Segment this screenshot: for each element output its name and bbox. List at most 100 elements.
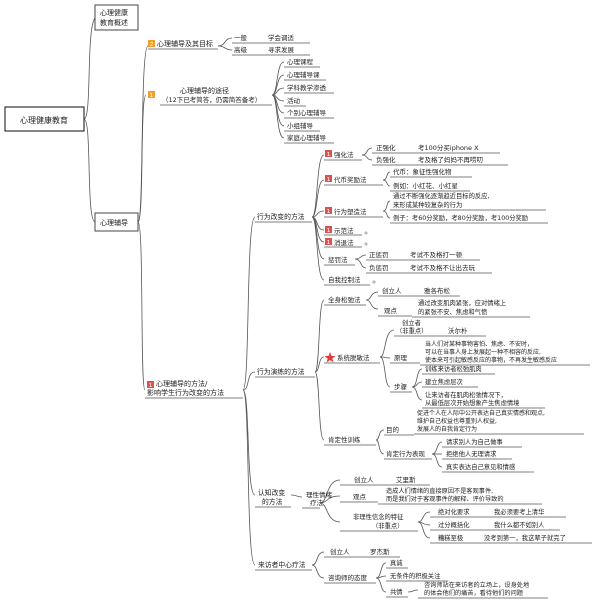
assert-behav-item[interactable]: 拒绝他人无理请求: [446, 449, 497, 458]
desens-principle-line2[interactable]: 可以在当事人身上发展起一种不相容的反应,: [425, 348, 541, 356]
desens-steps-label[interactable]: 步骤: [394, 382, 408, 391]
desens-step[interactable]: 建立焦虑层次: [425, 377, 463, 386]
paths-node[interactable]: 心理辅导的途径: [180, 86, 229, 95]
ret-founder-label[interactable]: 创立人: [354, 475, 374, 484]
token-node[interactable]: 代币奖励法: [334, 175, 367, 184]
desens-step[interactable]: 让来访者在肌肉松弛情况下，: [425, 390, 507, 399]
desens-step[interactable]: 训练来访者松弛肌肉: [425, 364, 482, 373]
timeout-node[interactable]: 消退法: [334, 238, 354, 247]
ret-view-line1[interactable]: 造成人们情绪的直接原因不是客观事件,: [386, 487, 493, 495]
desens-principle-label[interactable]: 原理: [394, 354, 408, 362]
assert-behav-item[interactable]: 请求别人为自己做事: [446, 437, 503, 446]
relax-view-label[interactable]: 观点: [384, 307, 398, 315]
client-attitude-label[interactable]: 咨询师的态度: [328, 573, 368, 582]
guidance-node[interactable]: 心理辅导: [100, 218, 128, 227]
goals-desc-general[interactable]: 学会调适: [268, 33, 295, 42]
shaping-node[interactable]: 行为塑造法: [334, 207, 367, 216]
desens-node[interactable]: 系统脱敏法: [337, 353, 370, 362]
methods-node-line1[interactable]: 心理辅导的方法/: [156, 379, 208, 388]
overview-node-line2[interactable]: 教育概述: [100, 18, 128, 27]
collapse-dot[interactable]: [364, 231, 368, 235]
token-item[interactable]: 例如：小红花、小红星: [393, 181, 459, 190]
punish-node[interactable]: 惩罚法: [328, 255, 348, 264]
irr-feature[interactable]: 绝对化要求: [438, 507, 470, 516]
self-control-node[interactable]: 自我控制法: [328, 275, 361, 284]
assert-goal-line3[interactable]: 发展人的自我肯定行为: [417, 425, 477, 433]
paths-item[interactable]: 家庭心理辅导: [287, 133, 327, 142]
attitude-item[interactable]: 共情: [390, 587, 403, 596]
collapse-dot[interactable]: [364, 242, 368, 246]
ret-view-label[interactable]: 观点: [353, 493, 367, 501]
goals-level-general[interactable]: 一般: [234, 33, 248, 42]
ret-irr-label[interactable]: 非理性信念的特征: [353, 512, 404, 521]
paths-item[interactable]: 心理课程: [287, 57, 314, 66]
goals-desc-advanced[interactable]: 寻求发展: [268, 45, 295, 54]
assert-goal-line2[interactable]: 维护自己权益也尊重别人权益,: [417, 417, 497, 425]
token-item[interactable]: 代币：象征性强化物: [393, 167, 452, 176]
relax-founder[interactable]: 雅各布松: [424, 286, 451, 295]
strengthen-positive[interactable]: 正强化: [376, 143, 396, 152]
irr-feature[interactable]: 糟糕至极: [438, 533, 464, 542]
root-node[interactable]: 心理健康教育: [20, 115, 68, 125]
paths-item[interactable]: 个别心理辅导: [287, 108, 327, 117]
strengthen-node[interactable]: 强化法: [334, 150, 354, 159]
punish-negative[interactable]: 负惩罚: [369, 263, 389, 272]
red-star-icon: [324, 352, 336, 363]
attitude-item[interactable]: 真诚: [390, 558, 403, 567]
relax-node[interactable]: 全身松弛法: [328, 295, 361, 304]
ret-view-line2[interactable]: 而是我们对于客观事件的解释、评价导致的: [386, 495, 504, 503]
empathy-line1[interactable]: 咨询师站在来访者的立场上，设身处地: [424, 581, 529, 589]
assert-goal-line1[interactable]: 促进个人在人际中公开表达自己真实情感和观点,: [417, 409, 545, 417]
collapse-dot[interactable]: [372, 280, 376, 284]
ret-node-line1[interactable]: 理性情绪: [306, 490, 333, 499]
relax-view-line2[interactable]: 的紧张不安、焦虑和气愤: [418, 307, 488, 316]
behavior-node[interactable]: 行为改变的方法: [257, 212, 305, 221]
strengthen-negative-example[interactable]: 考及格了妈妈不再唠叨: [418, 155, 484, 164]
modeling-node[interactable]: 示范法: [334, 226, 354, 235]
desens-principle-line3[interactable]: 使本来可引起敏感反应的事物，不再发生敏感反应: [425, 356, 557, 364]
ret-irr-note[interactable]: （非重点）: [372, 521, 403, 530]
overview-node-line1[interactable]: 心理健康: [100, 8, 128, 17]
paths-item[interactable]: 心理辅导课: [287, 70, 320, 79]
punish-positive[interactable]: 正惩罚: [369, 250, 389, 259]
irr-example[interactable]: 没考到第一，我这辈子就完了: [484, 533, 566, 542]
client-founder-label[interactable]: 创立人: [330, 547, 350, 556]
relax-view-line1[interactable]: 通过改变肌肉紧张，应对情绪上: [418, 298, 506, 307]
assert-goal-label[interactable]: 目的: [386, 425, 400, 434]
cognitive-node-line2[interactable]: 的方法: [262, 497, 283, 506]
client-founder[interactable]: 罗杰斯: [370, 547, 390, 556]
irr-feature[interactable]: 过分概括化: [438, 520, 470, 529]
relax-founder-label[interactable]: 创立人: [382, 286, 402, 295]
shaping-desc-line1[interactable]: 通过不断强化逐渐趋近目标的反应,: [393, 191, 489, 200]
paths-item[interactable]: 活动: [287, 96, 301, 105]
irr-example[interactable]: 我什么都不如别人: [494, 520, 545, 529]
punish-negative-example[interactable]: 考试不及格不让出去玩: [410, 263, 476, 272]
assert-behav-item[interactable]: 真实表达自己意见和情感: [446, 462, 516, 471]
desens-step[interactable]: 从最低层次开始想象产生焦虑情境: [425, 398, 519, 407]
shaping-example[interactable]: 例子：考60分奖励，考80分奖励，考100分奖励: [393, 213, 528, 222]
ret-founder[interactable]: 艾里斯: [396, 475, 416, 484]
desens-founder[interactable]: 沃尔朴: [448, 326, 468, 335]
desens-founder-label-line2[interactable]: （非重点）: [396, 326, 427, 335]
ret-node-line2[interactable]: 疗法: [310, 498, 324, 507]
strengthen-positive-example[interactable]: 考100分买iphone X: [418, 143, 479, 152]
punish-positive-example[interactable]: 考试不及格打一顿: [410, 250, 463, 259]
desens-founder-label-line1[interactable]: 创立者: [402, 318, 421, 327]
strengthen-negative[interactable]: 负强化: [376, 155, 396, 164]
desens-principle-line1[interactable]: 当人们对某种事物害怕、焦虑、不安时，: [425, 340, 533, 348]
goals-node[interactable]: 心理辅导及其目标: [157, 39, 213, 48]
goals-level-advanced[interactable]: 高级: [234, 45, 248, 54]
paths-item[interactable]: 学科教学渗透: [287, 83, 327, 92]
attitude-item[interactable]: 无条件的积极关注: [390, 571, 441, 580]
irr-example[interactable]: 我必须要考上清华: [494, 507, 544, 516]
cognitive-node-line1[interactable]: 认知改变: [258, 488, 285, 497]
empathy-line2[interactable]: 的体会他们的痛苦，看待他们的问题: [424, 589, 523, 597]
assert-behav-label[interactable]: 肯定行为表现: [386, 449, 426, 458]
methods-node-line2[interactable]: 影响学生行为改变的方法: [147, 388, 224, 397]
client-node[interactable]: 来访者中心疗法: [258, 560, 306, 569]
assert-node[interactable]: 肯定性训练: [328, 435, 361, 444]
shaping-desc-line2[interactable]: 来形成某种较复杂的行为: [393, 200, 462, 209]
priority-marker: [325, 175, 332, 182]
drill-node[interactable]: 行为演练的方法: [257, 367, 305, 376]
paths-item[interactable]: 小组辅导: [287, 121, 314, 130]
